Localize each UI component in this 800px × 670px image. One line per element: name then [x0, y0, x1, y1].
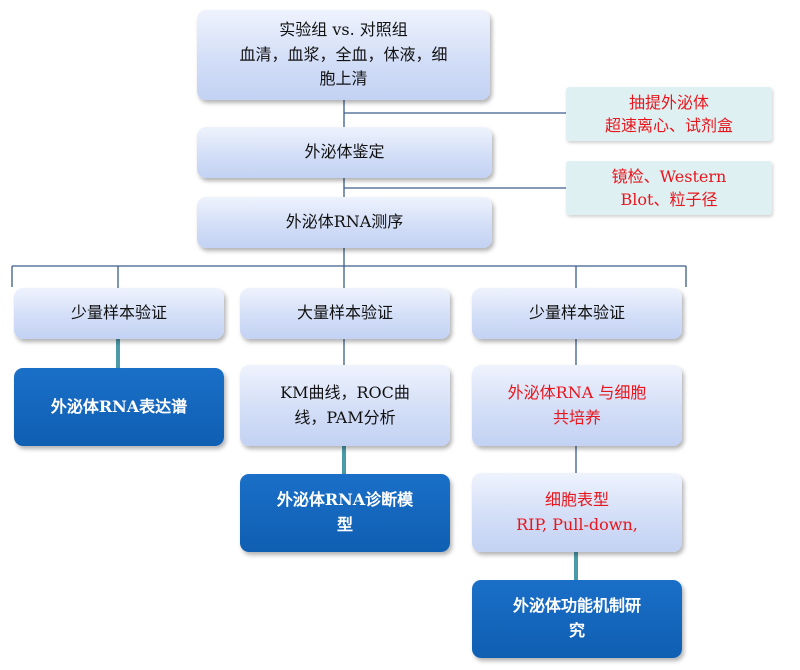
right-branch-result-line1: 外泌体功能机制研 — [512, 596, 641, 616]
right-branch-header: 少量样本验证 — [472, 288, 682, 339]
middle-branch-analysis-line1: KM曲线，ROC曲 — [280, 382, 410, 402]
sample-source-line1: 实验组 vs. 对照组 — [279, 19, 408, 39]
right-branch-phenotype-line1: 细胞表型 — [544, 489, 609, 509]
sample-source-line3: 胞上清 — [319, 69, 368, 89]
right-branch-coculture: 外泌体RNA 与细胞 共培养 — [472, 365, 682, 446]
sample-source-box: 实验组 vs. 对照组 血清，血浆，全血，体液，细 胞上清 — [197, 10, 490, 100]
rna-sequencing-label: 外泌体RNA测序 — [285, 212, 404, 232]
left-branch-header-label: 少量样本验证 — [70, 303, 167, 323]
middle-branch-result-line2: 型 — [336, 515, 353, 534]
right-branch-coculture-line2: 共培养 — [552, 407, 601, 427]
extraction-note: 抽提外泌体 超速离心、试剂盒 — [566, 87, 772, 141]
left-branch-result: 外泌体RNA表达谱 — [14, 368, 224, 446]
rna-sequencing-box: 外泌体RNA测序 — [197, 197, 492, 248]
middle-branch-analysis: KM曲线，ROC曲 线，PAM分析 — [240, 365, 450, 446]
sample-source-line2: 血清，血浆，全血，体液，细 — [239, 44, 448, 64]
right-branch-result-line2: 究 — [568, 621, 585, 640]
left-branch-result-label: 外泌体RNA表达谱 — [50, 396, 188, 416]
extraction-note-line2: 超速离心、试剂盒 — [604, 116, 733, 135]
identification-note-line1: 镜检、Western — [611, 166, 727, 186]
right-branch-phenotype-line2: RIP, Pull-down, — [516, 514, 638, 534]
right-branch-coculture-line1: 外泌体RNA 与细胞 — [507, 382, 647, 402]
identification-note-line2: Blot、粒子径 — [620, 190, 718, 209]
middle-branch-result: 外泌体RNA诊断模 型 — [240, 474, 450, 552]
middle-branch-result-line1: 外泌体RNA诊断模 — [276, 490, 414, 510]
middle-branch-analysis-line2: 线，PAM分析 — [294, 407, 396, 427]
middle-branch-header: 大量样本验证 — [240, 288, 450, 339]
right-branch-result: 外泌体功能机制研 究 — [472, 580, 682, 658]
exosome-identification-label: 外泌体鉴定 — [304, 142, 385, 162]
left-branch-header: 少量样本验证 — [14, 288, 224, 339]
identification-note: 镜检、Western Blot、粒子径 — [566, 161, 772, 215]
extraction-note-line1: 抽提外泌体 — [628, 92, 709, 112]
middle-branch-header-label: 大量样本验证 — [296, 303, 393, 323]
right-branch-phenotype: 细胞表型 RIP, Pull-down, — [472, 473, 682, 552]
exosome-identification-box: 外泌体鉴定 — [197, 127, 492, 178]
right-branch-header-label: 少量样本验证 — [528, 303, 625, 323]
